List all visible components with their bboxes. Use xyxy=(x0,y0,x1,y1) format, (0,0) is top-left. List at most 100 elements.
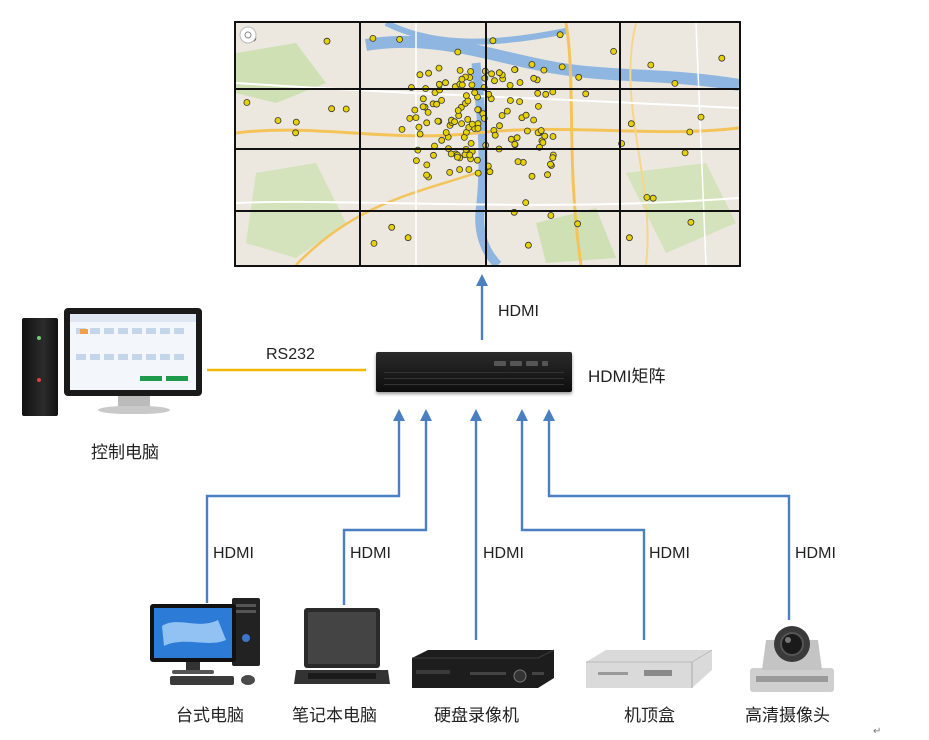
map-marker-icon xyxy=(468,120,476,128)
map-marker-icon xyxy=(516,98,524,105)
map-marker-icon xyxy=(537,127,545,134)
map-marker-icon xyxy=(388,223,396,231)
matrix-label: HDMI矩阵 xyxy=(588,367,666,386)
dvr-label: 硬盘录像机 xyxy=(434,706,519,725)
map-marker-icon xyxy=(496,122,503,130)
map-marker-icon xyxy=(342,105,350,113)
map-marker-icon xyxy=(447,150,455,158)
map-marker-icon xyxy=(495,69,503,77)
map-marker-icon xyxy=(528,61,536,68)
map-marker-icon xyxy=(547,160,554,168)
map-marker-icon xyxy=(513,134,521,142)
tower-icon xyxy=(22,318,58,416)
map-marker-icon xyxy=(328,105,335,113)
map-marker-icon xyxy=(460,134,468,141)
camera-hdmi-line xyxy=(547,420,791,620)
map-marker-icon xyxy=(544,171,551,179)
map-marker-icon xyxy=(549,133,557,140)
map-marker-icon xyxy=(539,139,547,146)
map-marker-icon xyxy=(491,77,498,85)
map-marker-icon xyxy=(458,120,466,127)
map-marker-icon xyxy=(547,212,555,219)
map-marker-icon xyxy=(528,172,536,180)
map-marker-icon xyxy=(541,132,549,140)
map-marker-icon xyxy=(610,47,618,55)
map-marker-icon xyxy=(511,140,519,148)
map-marker-icon xyxy=(370,239,378,247)
map-marker-icon xyxy=(530,74,538,82)
matrix-box-icon xyxy=(376,352,572,392)
map-marker-icon xyxy=(686,128,694,136)
map-marker-icon xyxy=(419,95,427,103)
map-marker-icon xyxy=(411,106,419,114)
map-marker-icon xyxy=(243,99,251,106)
map-marker-icon xyxy=(396,35,404,43)
map-marker-icon xyxy=(292,118,300,126)
laptop-hdmi-line xyxy=(342,420,428,605)
map-marker-icon xyxy=(274,117,282,124)
map-marker-icon xyxy=(404,234,412,242)
hdmi-label-laptop: HDMI xyxy=(350,545,391,562)
map-marker-icon xyxy=(438,97,446,104)
map-marker-icon xyxy=(582,90,590,98)
monitor-pc-icon xyxy=(64,308,202,396)
map-marker-icon xyxy=(474,125,482,132)
rs232-label: RS232 xyxy=(266,346,315,363)
hdmi-label-stb: HDMI xyxy=(649,545,690,562)
map-marker-icon xyxy=(466,151,474,159)
map-marker-icon xyxy=(406,115,414,122)
map-marker-icon xyxy=(511,66,519,73)
stb-hdmi-line xyxy=(520,420,646,640)
map-marker-icon xyxy=(503,107,511,115)
map-marker-icon xyxy=(534,103,542,110)
video-wall xyxy=(234,21,741,267)
map-marker-icon xyxy=(625,234,633,242)
map-marker-icon xyxy=(473,156,481,164)
map-marker-icon xyxy=(435,80,443,88)
camera-label: 高清摄像头 xyxy=(745,706,830,725)
map-marker-icon xyxy=(456,67,464,74)
map-marker-icon xyxy=(416,71,424,79)
desktop-hdmi-line xyxy=(205,420,401,603)
map-marker-icon xyxy=(556,31,564,39)
map-marker-icon xyxy=(415,123,423,131)
map-marker-icon xyxy=(456,166,464,173)
map-marker-icon xyxy=(718,54,726,62)
map-marker-icon xyxy=(454,48,462,56)
desktop-label: 台式电脑 xyxy=(176,706,244,725)
map-marker-icon xyxy=(549,154,557,162)
map-marker-icon xyxy=(474,106,482,113)
map-marker-icon xyxy=(574,220,582,228)
map-marker-icon xyxy=(430,151,437,159)
map-marker-icon xyxy=(498,112,506,119)
map-marker-icon xyxy=(489,37,497,45)
map-marker-icon xyxy=(433,100,441,108)
map-marker-icon xyxy=(540,66,548,74)
hdmi-label-desktop: HDMI xyxy=(213,545,254,562)
map-marker-icon xyxy=(468,81,476,89)
map-image xyxy=(236,23,739,265)
hdmi-label-dvr: HDMI xyxy=(483,545,524,562)
map-marker-icon xyxy=(687,218,695,226)
desktop-pc-icon xyxy=(150,598,260,685)
map-marker-icon xyxy=(643,193,651,201)
map-marker-icon xyxy=(438,136,446,144)
map-marker-icon xyxy=(671,80,679,87)
hdmi-wall-label: HDMI xyxy=(498,303,539,320)
map-marker-icon xyxy=(451,118,459,126)
map-marker-icon xyxy=(516,79,524,86)
map-marker-icon xyxy=(462,92,470,99)
map-marker-icon xyxy=(454,107,462,114)
map-marker-icon xyxy=(423,161,431,169)
map-marker-icon xyxy=(424,109,432,116)
map-marker-icon xyxy=(464,116,472,123)
monitor-base xyxy=(98,406,170,414)
map-marker-icon xyxy=(434,117,442,125)
map-marker-icon xyxy=(474,169,482,177)
map-marker-icon xyxy=(323,37,331,45)
map-marker-icon xyxy=(416,130,424,138)
map-marker-icon xyxy=(522,111,530,119)
dvr-icon xyxy=(412,649,555,688)
map-marker-icon xyxy=(697,113,705,121)
